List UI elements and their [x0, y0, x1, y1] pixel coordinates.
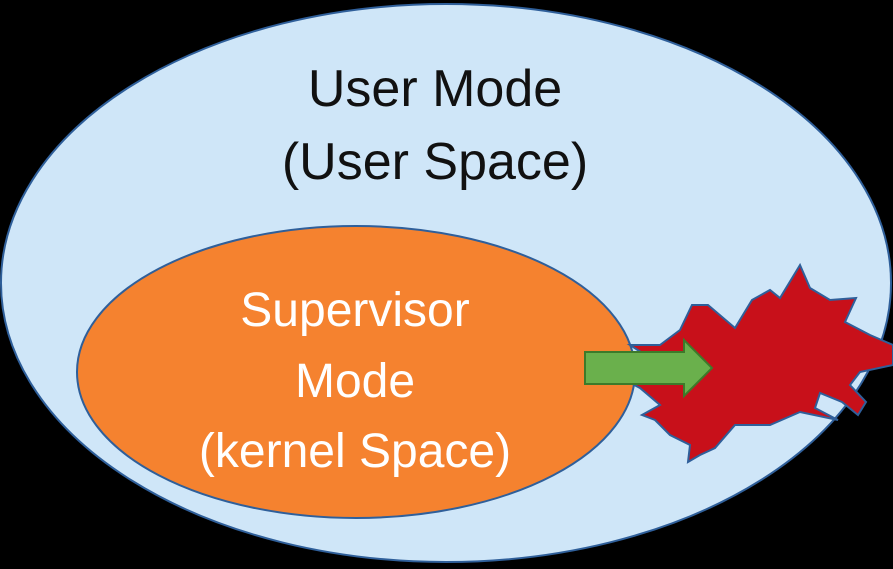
supervisor-label-line2: Mode	[294, 355, 416, 408]
right-arrow-icon	[584, 337, 714, 399]
supervisor-label-line1: Supervisor	[240, 284, 470, 337]
user-space-subtitle: (User Space)	[281, 133, 589, 191]
supervisor-label-line3: (kernel Space)	[198, 425, 512, 478]
user-mode-title: User Mode	[307, 60, 563, 118]
